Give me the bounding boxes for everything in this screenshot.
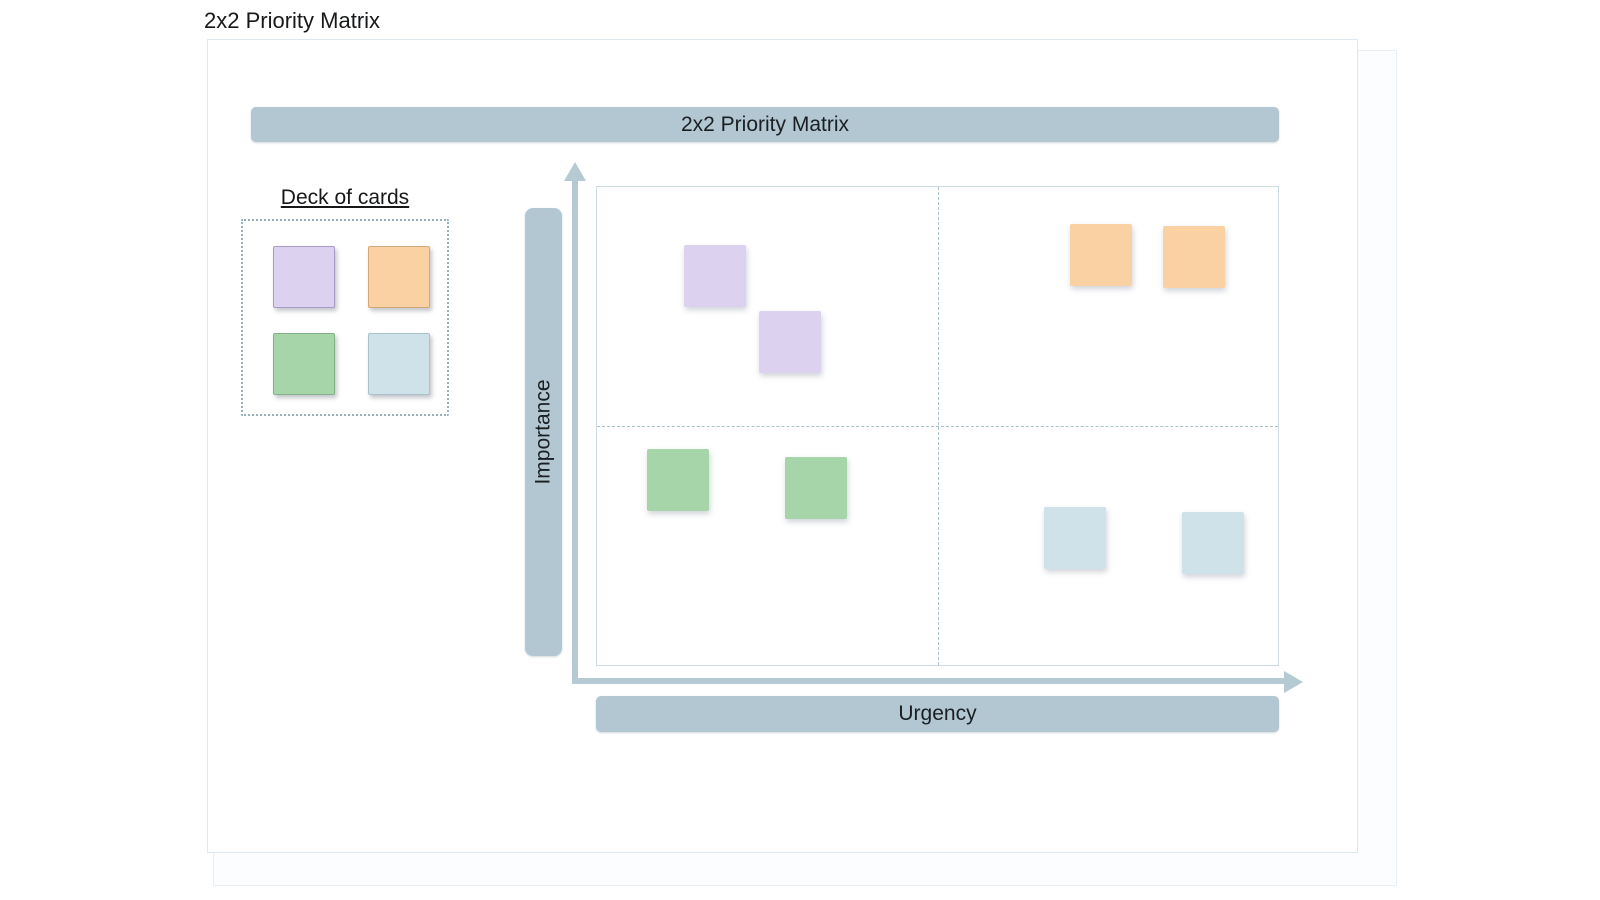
importance-axis-label: Importance — [531, 379, 555, 485]
deck-box[interactable] — [241, 219, 449, 416]
matrix-horizontal-divider — [597, 426, 1278, 427]
urgency-axis-bar[interactable]: Urgency — [596, 696, 1279, 732]
whiteboard-canvas[interactable]: 2x2 Priority Matrix Deck of cards Import… — [207, 39, 1358, 853]
deck-card-blue-1[interactable] — [368, 333, 430, 395]
matrix-card-green-2[interactable] — [785, 457, 847, 519]
vertical-axis-arrowhead-icon — [564, 162, 586, 181]
matrix-title-label: 2x2 Priority Matrix — [680, 112, 850, 136]
matrix-title-bar[interactable]: 2x2 Priority Matrix — [251, 107, 1279, 142]
matrix-card-green-1[interactable] — [647, 449, 709, 511]
matrix-card-peach-2[interactable] — [1163, 226, 1225, 288]
matrix-card-blue-1[interactable] — [1044, 507, 1106, 569]
matrix-card-blue-2[interactable] — [1182, 512, 1244, 574]
deck-card-green-1[interactable] — [273, 333, 335, 395]
horizontal-axis-arrowhead-icon — [1284, 671, 1303, 693]
matrix-card-lavender-1[interactable] — [684, 245, 746, 307]
importance-axis-bar[interactable]: Importance — [525, 208, 562, 656]
matrix-grid[interactable] — [596, 186, 1279, 666]
matrix-card-peach-1[interactable] — [1070, 224, 1132, 286]
page-title: 2x2 Priority Matrix — [204, 8, 381, 33]
urgency-axis-label: Urgency — [898, 702, 977, 725]
deck-card-peach-1[interactable] — [368, 246, 430, 308]
deck-card-lavender-1[interactable] — [273, 246, 335, 308]
matrix-card-lavender-2[interactable] — [759, 311, 821, 373]
vertical-axis-line — [572, 180, 578, 684]
deck-title: Deck of cards — [280, 186, 410, 209]
horizontal-axis-line — [572, 678, 1284, 684]
